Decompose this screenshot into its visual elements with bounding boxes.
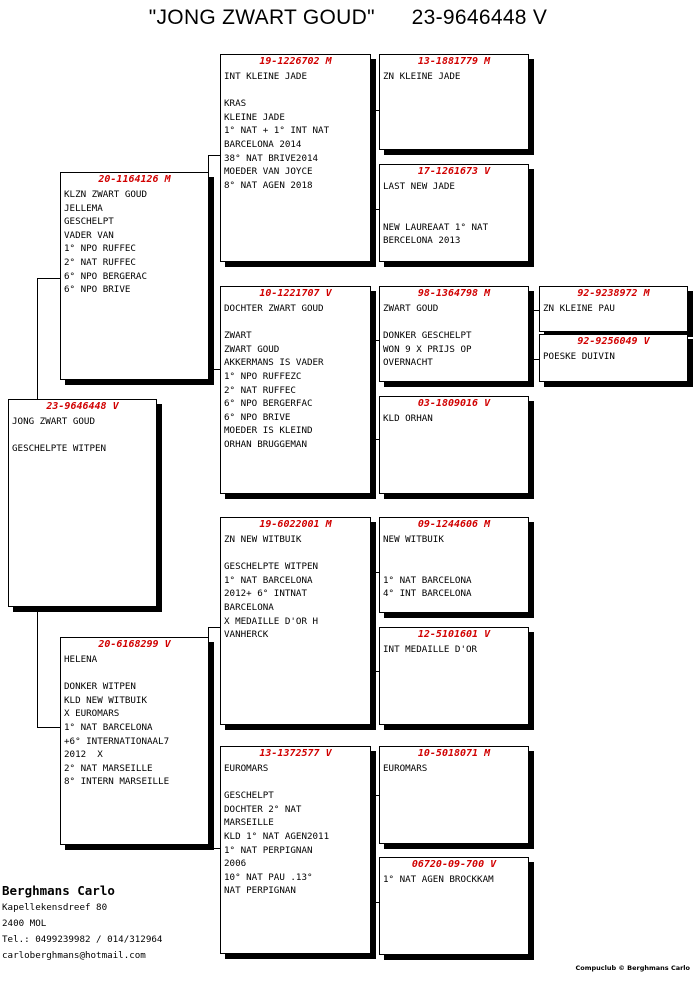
sds-sire-card: 92-9238972 M ZN KLEINE PAU [539, 286, 688, 332]
ring-number: 06720-09-700 V [411, 859, 497, 870]
connector-line [37, 278, 38, 400]
ring-number: 10-1221707 V [259, 288, 332, 299]
connector-line [37, 606, 38, 728]
connector-line [370, 110, 380, 111]
pedigree-notes: INT KLEINE JADE KRAS KLEINE JADE 1° NAT … [224, 71, 330, 191]
sd-dam-card: 03-1809016 V KLD ORHAN [379, 396, 529, 494]
owner-city: 2400 MOL [2, 918, 47, 929]
connector-line [208, 155, 221, 156]
pedigree-notes: HELENA DONKER WITPEN KLD NEW WITBUIK X E… [64, 654, 170, 788]
ring-number: 03-1809016 V [417, 398, 491, 409]
connector-line [37, 278, 61, 279]
connector-line [532, 310, 533, 360]
pedigree-notes: EUROMARS [383, 763, 428, 774]
ring-number: 92-9238972 M [577, 288, 650, 299]
pedigree-notes: 1° NAT AGEN BROCKKAM [383, 874, 494, 885]
pedigree-notes: LAST NEW JADE NEW LAUREAAT 1° NAT BERCEL… [383, 181, 489, 247]
connector-line [208, 627, 221, 628]
ring-number: 10-5018071 M [417, 748, 491, 759]
sire-card: 20-1164126 M KLZN ZWART GOUD JELLEMA GES… [60, 172, 209, 380]
pedigree-notes: ZN KLEINE JADE [383, 71, 461, 82]
connector-line [208, 369, 221, 370]
connector-line [370, 671, 380, 672]
owner-address: Kapellekensdreef 80 [2, 902, 108, 913]
footer-credit: Compuclub © Berghmans Carlo [575, 964, 691, 972]
page-title: "JONG ZWART GOUD" 23-9646448 V [148, 6, 548, 29]
pedigree-notes: KLD ORHAN [383, 413, 433, 424]
pedigree-notes: KLZN ZWART GOUD JELLEMA GESCHELPT VADER … [64, 189, 147, 296]
pedigree-notes: EUROMARS GESCHELPT DOCHTER 2° NAT MARSEI… [224, 763, 330, 897]
ds-sire-card: 09-1244606 M NEW WITBUIK 1° NAT BARCELON… [379, 517, 529, 613]
ring-number: 09-1244606 M [417, 519, 491, 530]
connector-line [208, 848, 221, 849]
owner-phone: Tel.: 0499239982 / 014/312964 [2, 934, 163, 945]
ring-number: 19-1226702 M [259, 56, 332, 67]
connector-line [370, 209, 380, 210]
ring-number: 19-6022001 M [259, 519, 332, 530]
sds-dam-card: 92-9256049 V POESKE DUIVIN [539, 334, 688, 382]
sd-sire-card: 98-1364798 M ZWART GOUD DONKER GESCHELPT… [379, 286, 529, 382]
pedigree-notes: ZN NEW WITBUIK GESCHELPTE WITPEN 1° NAT … [224, 534, 319, 641]
owner-block: Berghmans Carlo Kapellekensdreef 80 2400… [2, 882, 162, 964]
dam-dam-card: 13-1372577 V EUROMARS GESCHELPT DOCHTER … [220, 746, 371, 954]
connector-line [532, 359, 540, 360]
ss-sire-card: 13-1881779 M ZN KLEINE JADE [379, 54, 529, 150]
pedigree-notes: INT MEDAILLE D'OR [383, 644, 478, 655]
owner-name: Berghmans Carlo [2, 883, 115, 898]
ring-number: 12-5101601 V [417, 629, 491, 640]
ring-number: 20-6168299 V [98, 639, 171, 650]
connector-line [370, 572, 380, 573]
pedigree-notes: ZWART GOUD DONKER GESCHELPT WON 9 X PRIJ… [383, 303, 472, 369]
owner-email: carloberghmans@hotmail.com [2, 950, 146, 961]
connector-line [370, 902, 380, 903]
dd-dam-card: 06720-09-700 V 1° NAT AGEN BROCKKAM [379, 857, 529, 955]
ring-number: 13-1881779 M [417, 56, 491, 67]
ring-number: 98-1364798 M [417, 288, 491, 299]
pedigree-notes: POESKE DUIVIN [543, 351, 615, 362]
connector-line [370, 439, 380, 440]
connector-line [370, 795, 380, 796]
connector-line [532, 310, 540, 311]
pedigree-notes: ZN KLEINE PAU [543, 303, 615, 314]
sire-sire-card: 19-1226702 M INT KLEINE JADE KRAS KLEINE… [220, 54, 371, 262]
pedigree-notes: JONG ZWART GOUD GESCHELPTE WITPEN [12, 416, 107, 455]
ring-number: 20-1164126 M [98, 174, 171, 185]
pedigree-notes: DOCHTER ZWART GOUD ZWART ZWART GOUD AKKE… [224, 303, 324, 450]
ring-number: 23-9646448 V [46, 401, 119, 412]
connector-line [37, 727, 61, 728]
ring-number: 92-9256049 V [577, 336, 650, 347]
ring-number: 13-1372577 V [259, 748, 332, 759]
ds-dam-card: 12-5101601 V INT MEDAILLE D'OR [379, 627, 529, 725]
pedigree-notes: NEW WITBUIK 1° NAT BARCELONA 4° INT BARC… [383, 534, 472, 600]
ring-number: 17-1261673 V [417, 166, 491, 177]
dd-sire-card: 10-5018071 M EUROMARS [379, 746, 529, 844]
dam-sire-card: 19-6022001 M ZN NEW WITBUIK GESCHELPTE W… [220, 517, 371, 725]
ss-dam-card: 17-1261673 V LAST NEW JADE NEW LAUREAAT … [379, 164, 529, 262]
subject-card: 23-9646448 V JONG ZWART GOUD GESCHELPTE … [8, 399, 157, 607]
dam-card: 20-6168299 V HELENA DONKER WITPEN KLD NE… [60, 637, 209, 845]
connector-line [370, 340, 380, 341]
sire-dam-card: 10-1221707 V DOCHTER ZWART GOUD ZWART ZW… [220, 286, 371, 494]
